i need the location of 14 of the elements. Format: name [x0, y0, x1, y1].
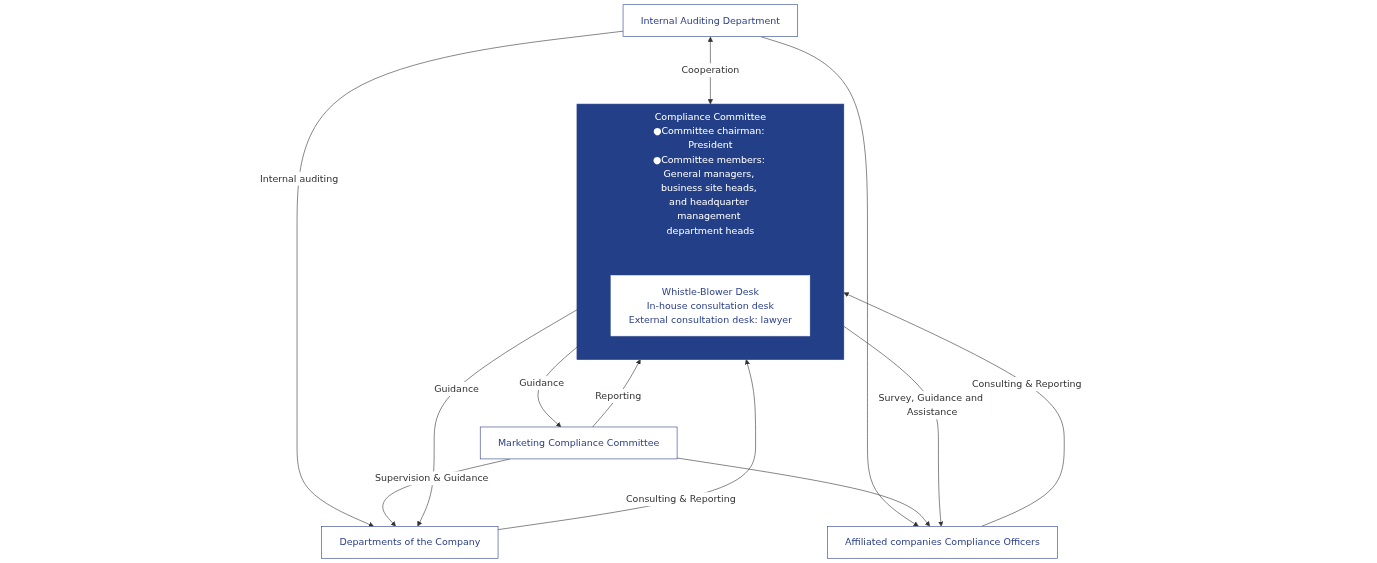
node-box: Departments of the Company — [321, 526, 499, 559]
edge-label: Supervision & Guidance — [374, 472, 489, 484]
node-box: Marketing Compliance Committee — [479, 426, 678, 460]
node-box: Whistle-Blower Desk In-house consultation desk External consultation desk: lawyer — [610, 275, 811, 337]
node-box: Affiliated companies Compliance Officers — [827, 526, 1058, 559]
edge-label: Guidance — [519, 377, 564, 389]
edge-label: Guidance — [434, 383, 479, 395]
edge-label: Consulting & Reporting — [971, 378, 1082, 390]
edge-label: Internal auditing — [259, 172, 339, 184]
node-box: Internal Auditing Department — [622, 4, 798, 37]
edge-label: Cooperation — [681, 64, 740, 76]
edge-label: Consulting & Reporting — [626, 493, 736, 505]
edge-label: Survey, Guidance and Assistance — [878, 392, 983, 418]
edge-label: Reporting — [595, 390, 642, 402]
